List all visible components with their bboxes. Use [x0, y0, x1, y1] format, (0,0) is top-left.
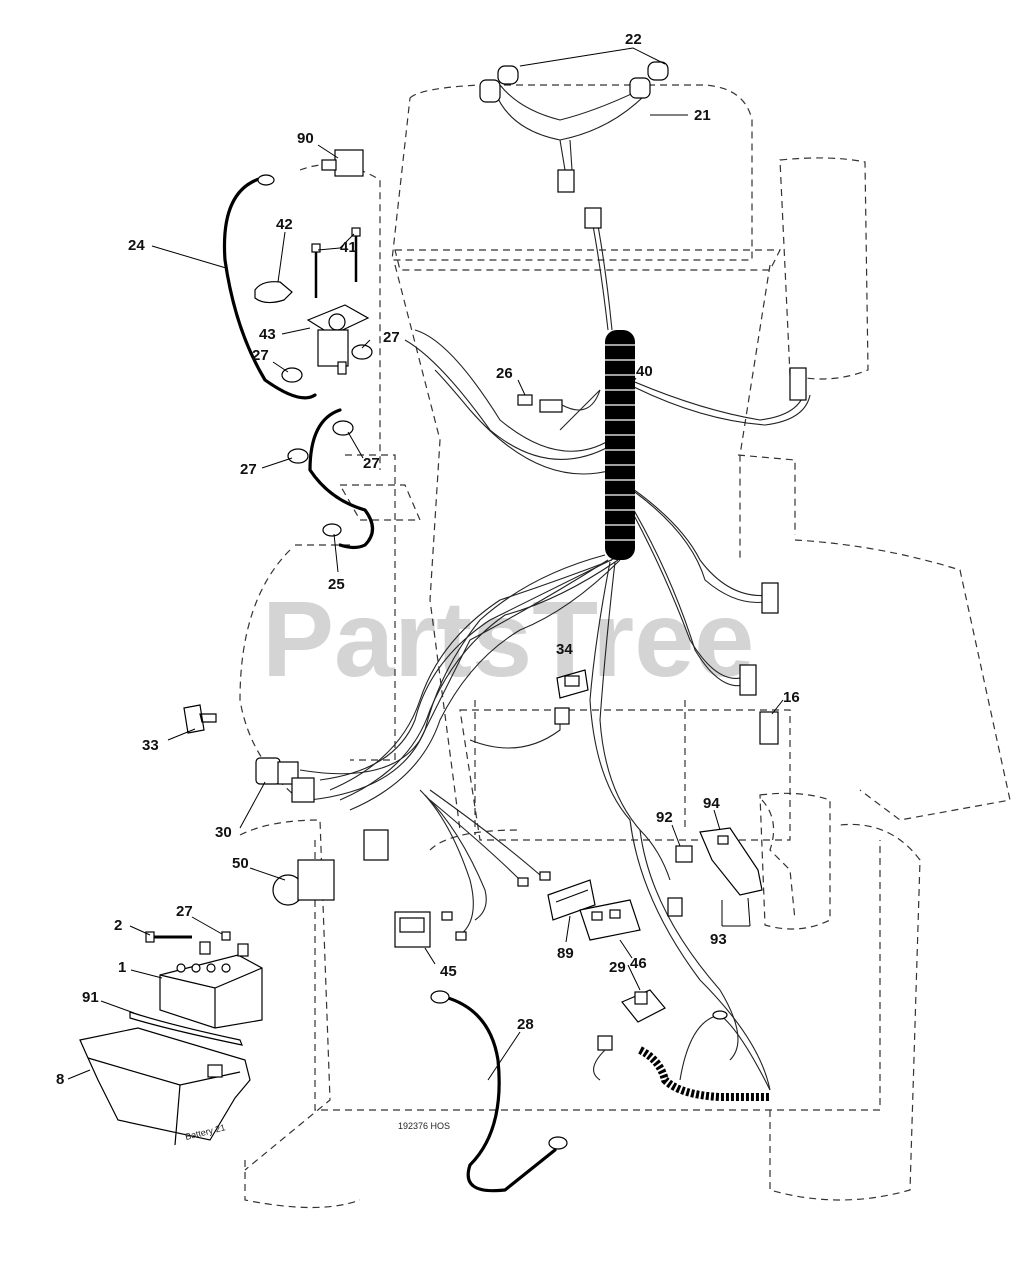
- connector-block: [363, 829, 389, 861]
- callout-34: 34: [556, 641, 573, 658]
- battery-cable-25: [308, 408, 375, 550]
- terminal: [517, 877, 529, 887]
- connector-92-upper: [675, 845, 693, 863]
- callout-94: 94: [703, 795, 720, 812]
- callout-2: 2: [114, 917, 122, 934]
- pto-switch: [272, 859, 335, 906]
- ignition-key: [183, 704, 217, 734]
- relay-16: [759, 711, 779, 745]
- callout-93: 93: [710, 931, 727, 948]
- callout-30: 30: [215, 824, 232, 841]
- ignition-switch: [255, 757, 315, 803]
- switch-34: [556, 669, 589, 699]
- nut: [351, 344, 373, 360]
- connector-34: [554, 707, 570, 725]
- callout-28: 28: [517, 1016, 534, 1033]
- module-46: [579, 899, 641, 941]
- headlight-left: [479, 65, 519, 103]
- headlight-connector: [557, 169, 575, 193]
- callout-labels: 22 21 90 24 42 41 43 27 27 27 27 26 40 2…: [56, 31, 800, 1088]
- callout-41: 41: [340, 239, 357, 256]
- callout-22: 22: [625, 31, 642, 48]
- battery-tray: [79, 1027, 251, 1146]
- nut: [287, 448, 309, 464]
- connector-right-lower: [739, 664, 757, 696]
- switch-90: [321, 149, 364, 177]
- terminal: [455, 931, 467, 941]
- callout-40: 40: [636, 363, 653, 380]
- terminal: [539, 871, 551, 881]
- callout-1: 1: [118, 959, 126, 976]
- callout-91: 91: [82, 989, 99, 1006]
- battery: [159, 941, 263, 1029]
- callout-24: 24: [128, 237, 145, 254]
- connector-92-lower: [667, 897, 683, 917]
- callout-92: 92: [656, 809, 673, 826]
- callout-43: 43: [259, 326, 276, 343]
- switch-29: [593, 989, 666, 1081]
- solenoid: [306, 304, 370, 375]
- callout-29: 29: [609, 959, 626, 976]
- loom-sheath: [605, 330, 635, 560]
- hold-down-strap: [129, 1011, 243, 1046]
- callout-42: 42: [276, 216, 293, 233]
- module-89: [547, 879, 596, 921]
- coil-cord: [638, 1010, 771, 1101]
- callout-27d: 27: [363, 455, 380, 472]
- tractor-frame-outline: [239, 84, 1011, 1209]
- callout-26: 26: [496, 365, 513, 382]
- terminal: [441, 911, 453, 921]
- callout-27c: 27: [240, 461, 257, 478]
- callout-45: 45: [440, 963, 457, 980]
- drawing-number: 192376 HOS: [398, 1121, 450, 1131]
- connector-right-mid: [761, 582, 779, 614]
- battery-cable-24: [222, 174, 317, 400]
- leader-lines: [67, 47, 784, 1081]
- connector-right-upper: [789, 367, 807, 401]
- callout-27b: 27: [252, 347, 269, 364]
- watermark: PartsTree: [262, 578, 754, 699]
- screw-left: [311, 243, 321, 298]
- hour-meter: [394, 911, 431, 948]
- callout-21: 21: [694, 107, 711, 124]
- main-wiring-loom: [299, 84, 811, 1091]
- callout-33: 33: [142, 737, 159, 754]
- callout-8: 8: [56, 1071, 64, 1088]
- headlight-right: [629, 61, 669, 99]
- callout-27a: 27: [383, 329, 400, 346]
- callout-46: 46: [630, 955, 647, 972]
- callout-16: 16: [783, 689, 800, 706]
- battery-bolt: [145, 931, 192, 943]
- battery-cable-28: [430, 990, 568, 1193]
- callout-25: 25: [328, 576, 345, 593]
- screw-right: [351, 227, 361, 282]
- callout-89: 89: [557, 945, 574, 962]
- fuse-holder: [517, 389, 601, 413]
- terminal-boot: [254, 281, 293, 304]
- harness-connector-top: [584, 207, 602, 229]
- callout-27e: 27: [176, 903, 193, 920]
- callout-90: 90: [297, 130, 314, 147]
- switch-94: [699, 827, 763, 896]
- battery-nut: [221, 931, 231, 941]
- callout-50: 50: [232, 855, 249, 872]
- nut: [332, 420, 354, 436]
